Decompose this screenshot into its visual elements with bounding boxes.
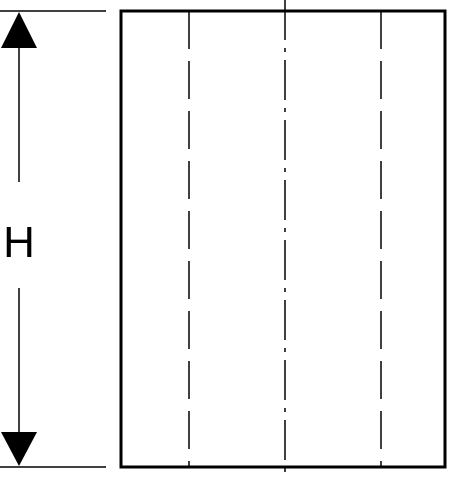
dimension-label: H — [3, 218, 35, 267]
arrow-up-icon — [1, 12, 37, 48]
part-outline — [119, 9, 447, 469]
arrow-down-icon — [1, 432, 37, 466]
